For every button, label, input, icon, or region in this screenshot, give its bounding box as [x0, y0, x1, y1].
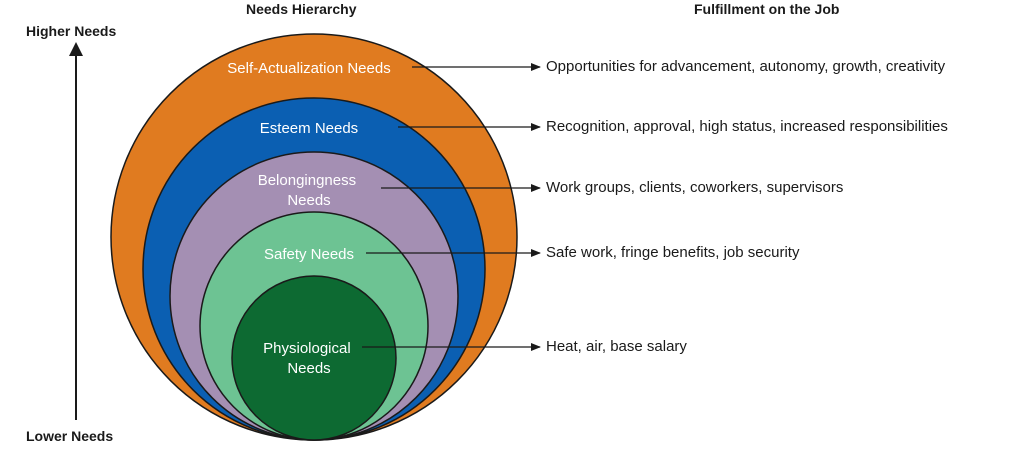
fulfillment-header: Fulfillment on the Job: [694, 1, 840, 17]
higher-needs-label: Higher Needs: [26, 23, 117, 39]
esteem-fulfillment: Recognition, approval, high status, incr…: [546, 118, 948, 135]
belongingness-fulfillment: Work groups, clients, coworkers, supervi…: [546, 179, 844, 196]
belongingness-label: Belongingness Needs: [258, 172, 361, 209]
needs-hierarchy-header: Needs Hierarchy: [246, 1, 357, 17]
lower-needs-label: Lower Needs: [26, 428, 114, 444]
physiological-label: Physiological Needs: [263, 340, 355, 377]
self-actualization-fulfillment: Opportunities for advancement, autonomy,…: [546, 58, 946, 75]
physiological-fulfillment: Heat, air, base salary: [546, 338, 687, 355]
safety-fulfillment: Safe work, fringe benefits, job security: [546, 244, 800, 261]
physiological-circle: [231, 275, 397, 441]
self-actualization-label: Self-Actualization Needs: [227, 60, 390, 77]
safety-label: Safety Needs: [264, 246, 354, 263]
axis-arrow-icon: [69, 42, 83, 56]
esteem-label: Esteem Needs: [260, 120, 358, 137]
